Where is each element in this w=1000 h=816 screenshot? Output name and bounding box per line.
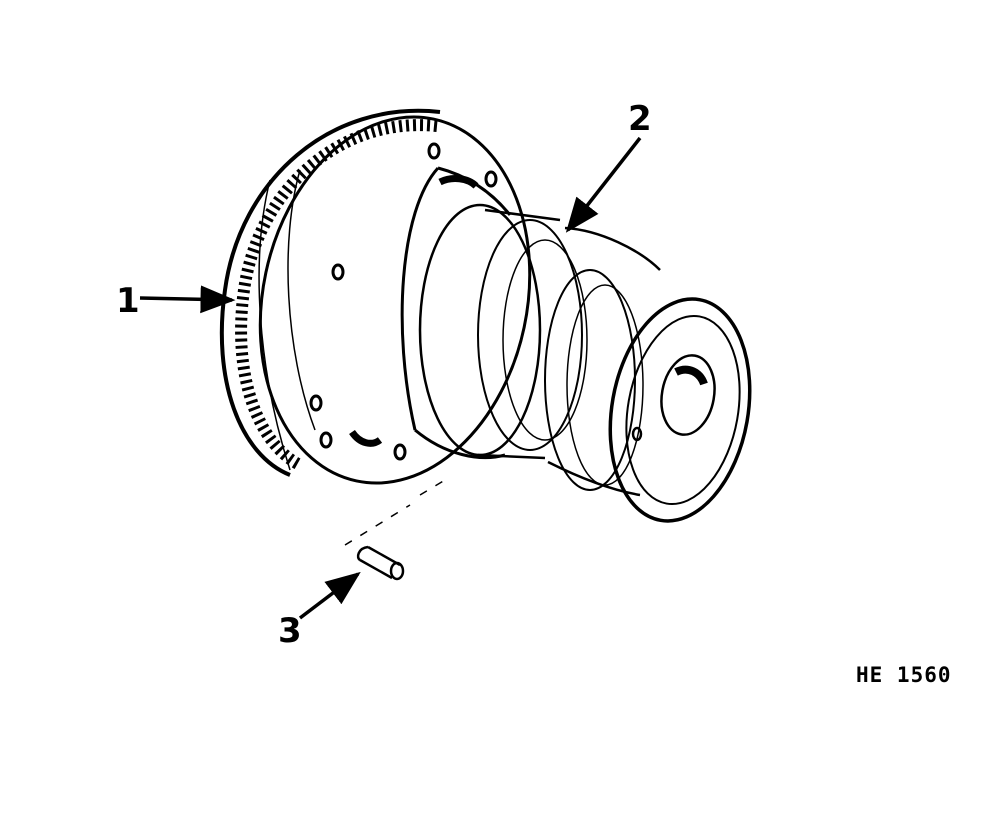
callout-arrow-1: [139, 285, 236, 314]
dowel-pin-body: [359, 545, 401, 580]
flywheel-inner-step: [287, 169, 316, 431]
pulley-stage-1: [418, 203, 542, 457]
pulley-stage-2-bottom: [547, 460, 641, 497]
callout-arrows: [139, 136, 642, 620]
bolt-hole: [319, 431, 333, 449]
pulley-face-hole: [631, 426, 643, 442]
pulley-front-rim: [625, 314, 741, 506]
callout-label-3: 3: [278, 611, 302, 651]
bolt-hole: [427, 142, 441, 160]
hub-flange: [400, 166, 440, 431]
bolt-hole: [484, 170, 498, 188]
hub-recess-bottom: [349, 429, 383, 447]
callout-label-2: 2: [628, 99, 652, 139]
pulley-groove-1-inner: [502, 239, 588, 441]
bolt-hole: [309, 394, 323, 412]
pulley-bore-shadow: [674, 365, 708, 386]
bolt-holes: [309, 142, 498, 461]
hub-recess-top: [438, 175, 479, 189]
pulley-bore: [660, 354, 716, 436]
dowel-pin: [344, 479, 446, 581]
callout-arrow-2: [565, 136, 642, 233]
figure-identifier: HE 1560: [856, 663, 952, 687]
callout-arrow-3: [298, 571, 361, 620]
pulley-front-face: [608, 297, 752, 523]
ring-gear-outer-rim: [219, 108, 441, 477]
dowel-pin-back-end: [356, 545, 369, 562]
dowel-pin-front-end: [389, 561, 405, 581]
flywheel-pulley-hub: [349, 166, 752, 523]
hub-flange-top: [437, 166, 512, 216]
pulley-stage-2-top: [564, 226, 661, 271]
callout-label-1: 1: [116, 281, 140, 321]
pulley-stage-1-top: [484, 208, 561, 222]
bolt-hole: [331, 263, 345, 281]
flywheel-face: [258, 115, 532, 485]
pulley-groove-2-inner: [566, 284, 644, 486]
pulley-groove-2: [544, 269, 636, 491]
flywheel-rim-line: [258, 179, 291, 471]
pulley-stage-1-bottom: [477, 453, 546, 460]
ring-gear-teeth: [235, 119, 438, 471]
ring-gear: [219, 108, 532, 485]
dowel-pin-alignment-line: [344, 479, 446, 546]
pulley-groove-1: [477, 219, 583, 451]
bolt-hole: [393, 443, 407, 461]
